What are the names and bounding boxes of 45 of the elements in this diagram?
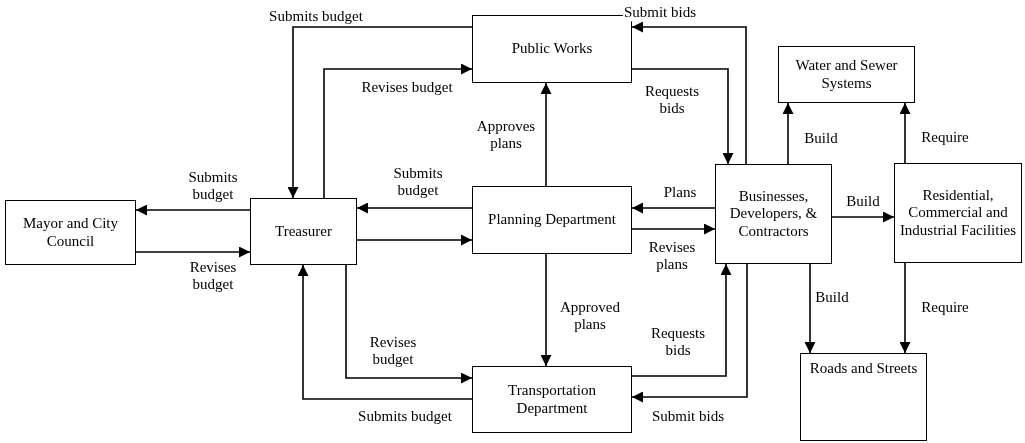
node-label: Planning Department: [487, 211, 617, 229]
edge-label: Require: [920, 299, 970, 317]
arrow: [831, 211, 895, 223]
process-box: [472, 186, 632, 254]
process-box: [472, 15, 632, 83]
process-box: [472, 366, 632, 433]
edge-label: Submits budget: [357, 408, 453, 426]
process-box: [778, 46, 915, 103]
arrow: [631, 21, 747, 165]
arrow: [356, 234, 473, 246]
arrow: [345, 264, 473, 384]
arrow: [631, 202, 716, 214]
node-label: Roads and Streets: [808, 360, 919, 378]
edge-label: Require: [920, 129, 970, 147]
node-label: Public Works: [510, 40, 594, 58]
node-label: Transportation Department: [507, 382, 597, 417]
process-box: [715, 164, 832, 264]
arrow: [323, 63, 473, 199]
arrow: [135, 246, 251, 258]
edge-label: Submit bids: [622, 4, 698, 22]
arrow: [287, 26, 473, 199]
arrow: [540, 82, 552, 187]
arrow: [540, 253, 552, 367]
node-label: Residential, Commercial and Industrial Facilities: [898, 187, 1018, 239]
edge-label: Submits budget: [268, 8, 364, 26]
process-box: [800, 353, 927, 441]
arrow: [804, 263, 816, 354]
process-box: [250, 198, 357, 265]
node-label: Businesses, Developers, & Contractors: [728, 188, 819, 240]
process-box: [5, 200, 136, 265]
arrow: [782, 102, 794, 165]
arrow: [631, 263, 732, 377]
edge-label: Revises budget: [360, 79, 454, 97]
arrow: [356, 202, 473, 214]
arrow: [135, 204, 251, 216]
node-label: Treasurer: [274, 222, 333, 241]
node-label: Water and Sewer Systems: [794, 57, 899, 92]
arrow: [899, 102, 911, 164]
arrow: [631, 223, 716, 235]
arrow: [631, 68, 734, 165]
node-label: Mayor and City Council: [22, 215, 119, 250]
arrow: [297, 264, 473, 400]
arrow: [631, 263, 748, 403]
arrow: [899, 262, 911, 354]
process-box: [894, 163, 1022, 263]
